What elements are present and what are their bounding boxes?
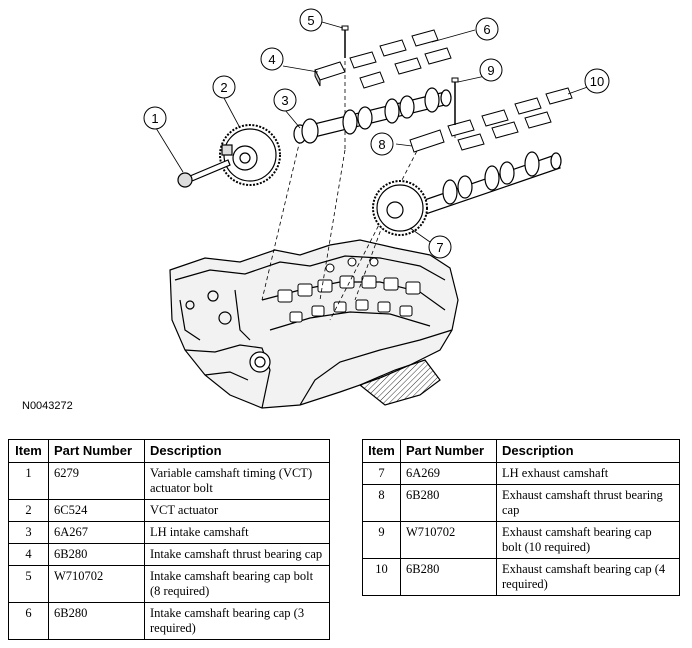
part-number-cell: W710702 xyxy=(400,521,497,559)
description-cell: Intake camshaft bearing cap bolt (8 requ… xyxy=(144,565,330,603)
item-cell: 8 xyxy=(362,484,401,522)
description-cell: Intake camshaft thrust bearing cap xyxy=(144,543,330,566)
svg-text:10: 10 xyxy=(590,74,604,89)
description-cell: LH intake camshaft xyxy=(144,521,330,544)
part-number-cell: 6C524 xyxy=(48,499,145,522)
svg-text:5: 5 xyxy=(307,13,314,28)
item-cell: 4 xyxy=(8,543,49,566)
description-cell: VCT actuator xyxy=(144,499,330,522)
svg-text:3: 3 xyxy=(281,93,288,108)
part-number-cell: 6A269 xyxy=(400,462,497,485)
description-cell: LH exhaust camshaft xyxy=(496,462,680,485)
item-cell: 10 xyxy=(362,558,401,596)
part-number-cell: 6B280 xyxy=(48,602,145,640)
callout-2: 2 xyxy=(212,75,236,99)
part-number-cell: 6A267 xyxy=(48,521,145,544)
part-number-cell: 6B280 xyxy=(400,558,497,596)
item-cell: 7 xyxy=(362,462,401,485)
item-cell: 5 xyxy=(8,565,49,603)
exhaust-bearing-caps xyxy=(409,77,573,153)
part-number-cell: 6279 xyxy=(48,462,145,500)
header-item: Item xyxy=(8,439,49,463)
svg-text:9: 9 xyxy=(487,63,494,78)
description-cell: Exhaust camshaft thrust bearing cap xyxy=(496,484,680,522)
item-cell: 6 xyxy=(8,602,49,640)
figure-id: N0043272 xyxy=(22,400,73,412)
item-cell: 3 xyxy=(8,521,49,544)
callout-8: 8 xyxy=(370,132,394,156)
part-number-cell: W710702 xyxy=(48,565,145,603)
item-cell: 1 xyxy=(8,462,49,500)
header-description: Description xyxy=(144,439,330,463)
vct-actuator-bolt xyxy=(177,159,231,188)
table-header-row: Item Part Number Description xyxy=(8,439,330,463)
part-number-cell: 6B280 xyxy=(400,484,497,522)
callout-10: 10 xyxy=(584,68,610,94)
svg-text:2: 2 xyxy=(220,80,227,95)
item-cell: 2 xyxy=(8,499,49,522)
description-cell: Exhaust camshaft bearing cap bolt (10 re… xyxy=(496,521,680,559)
header-item: Item xyxy=(362,439,401,463)
callout-4: 4 xyxy=(260,47,284,71)
leader-lines xyxy=(155,21,597,243)
item-cell: 9 xyxy=(362,521,401,559)
exhaust-camshaft xyxy=(372,151,562,236)
description-cell: Variable camshaft timing (VCT) actuator … xyxy=(144,462,330,500)
callouts: 1 2 3 4 5 6 7 8 9 10 xyxy=(143,8,610,259)
header-part-number: Part Number xyxy=(400,439,497,463)
intake-bearing-caps xyxy=(314,25,452,89)
callout-9: 9 xyxy=(479,58,503,82)
description-cell: Intake camshaft bearing cap (3 required) xyxy=(144,602,330,640)
table-header-row: Item Part Number Description xyxy=(362,439,680,463)
svg-text:4: 4 xyxy=(268,52,275,67)
svg-text:7: 7 xyxy=(436,240,443,255)
svg-text:8: 8 xyxy=(378,137,385,152)
callout-1: 1 xyxy=(143,106,167,130)
cylinder-head xyxy=(169,239,459,409)
svg-text:1: 1 xyxy=(151,111,158,126)
description-cell: Exhaust camshaft bearing cap (4 required… xyxy=(496,558,680,596)
header-part-number: Part Number xyxy=(48,439,145,463)
callout-3: 3 xyxy=(273,88,297,112)
callout-7: 7 xyxy=(428,235,452,259)
intake-camshaft xyxy=(293,87,452,144)
part-number-cell: 6B280 xyxy=(48,543,145,566)
header-description: Description xyxy=(496,439,680,463)
vct-actuator xyxy=(219,124,281,186)
exploded-camshaft-diagram: 1 2 3 4 5 6 7 8 9 10 xyxy=(143,8,610,409)
callout-6: 6 xyxy=(475,17,499,41)
svg-text:6: 6 xyxy=(483,22,490,37)
callout-5: 5 xyxy=(299,8,323,32)
